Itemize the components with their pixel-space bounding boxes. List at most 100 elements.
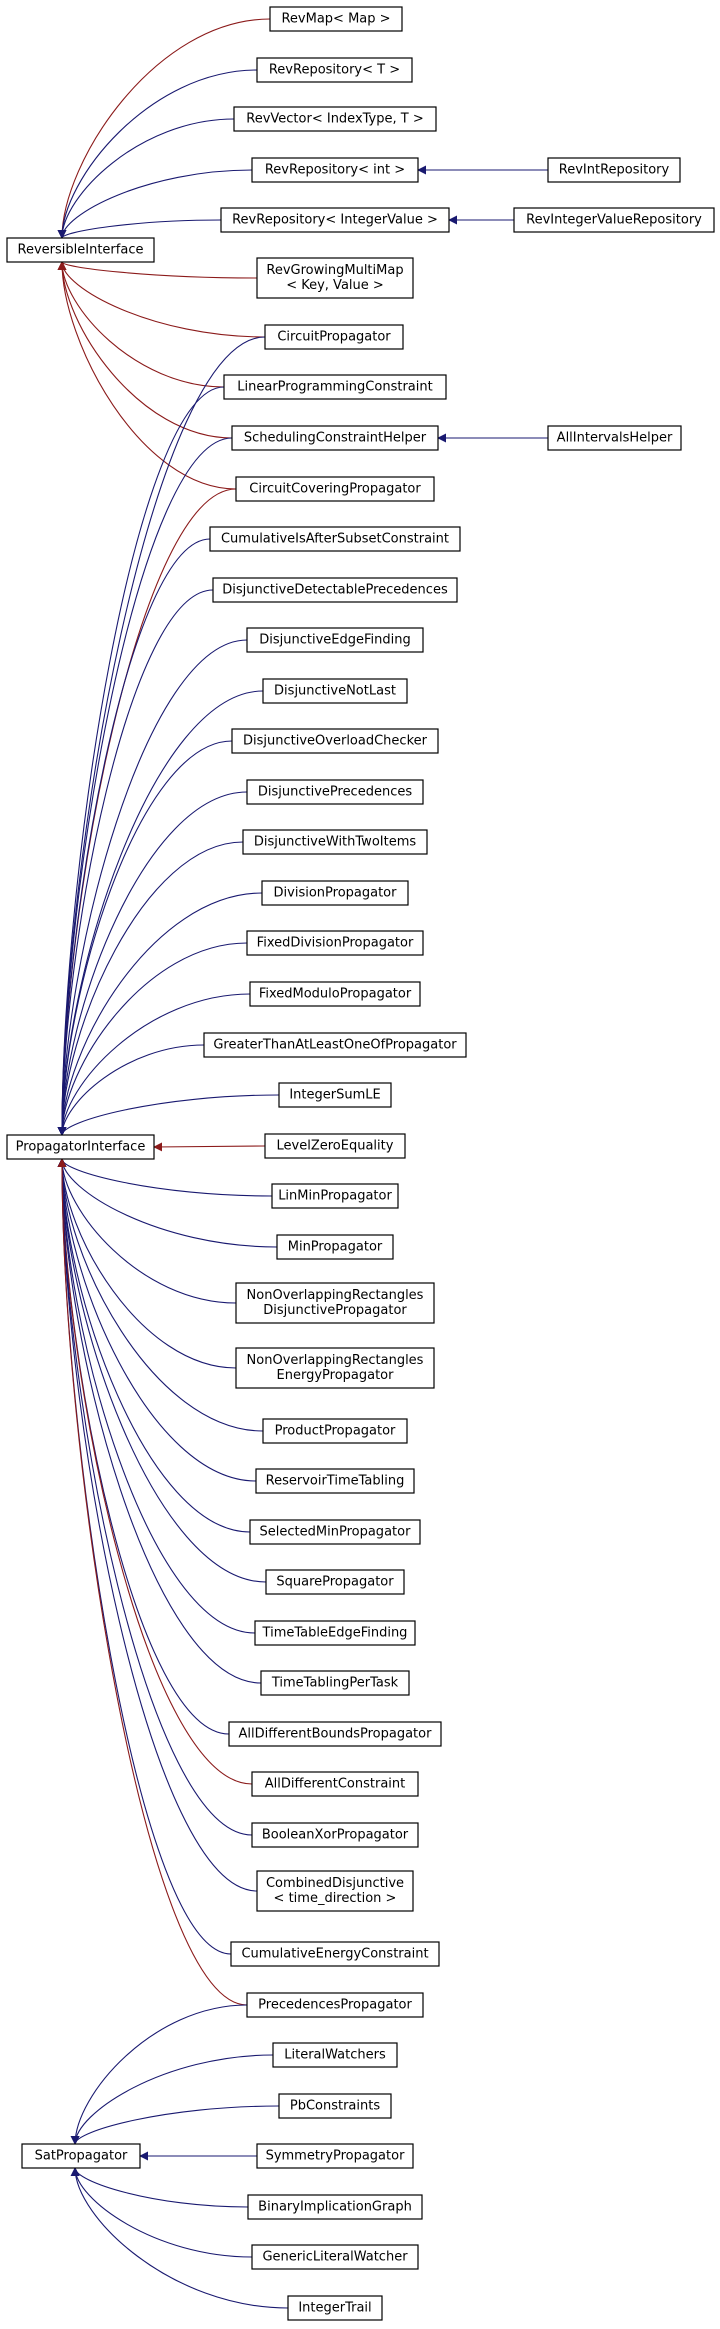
class-node-all-different-constraint[interactable]: AllDifferentConstraint [251, 1771, 419, 1797]
class-node-pb-constraints[interactable]: PbConstraints [278, 2093, 392, 2119]
class-node-binary-implication-graph[interactable]: BinaryImplicationGraph [247, 2194, 423, 2220]
class-box [249, 1519, 421, 1545]
class-label: AllDifferentBoundsPropagator [239, 1727, 433, 1742]
class-label: ProductPropagator [275, 1424, 396, 1439]
class-node-circuit-covering-propagator[interactable]: CircuitCoveringPropagator [235, 476, 435, 502]
edge-linear-programming-constraint-to-propagator-interface [57, 386, 225, 1136]
class-node-disjunctive-overload-checker[interactable]: DisjunctiveOverloadChecker [231, 728, 439, 754]
class-label: RevRepository< IntegerValue > [232, 213, 438, 228]
class-box [255, 1468, 415, 1494]
class-node-reservoir-time-tabling[interactable]: ReservoirTimeTabling [255, 1468, 415, 1494]
class-node-precedences-propagator[interactable]: PrecedencesPropagator [246, 1992, 424, 2018]
class-box [260, 1670, 410, 1696]
class-box [262, 1418, 408, 1444]
class-box [251, 1771, 419, 1797]
class-node-selected-min-propagator[interactable]: SelectedMinPropagator [249, 1519, 421, 1545]
class-node-reversible-interface[interactable]: ReversibleInterface [6, 237, 155, 263]
class-label: NonOverlappingRectangles [247, 1288, 424, 1303]
class-node-scheduling-constraint-helper[interactable]: SchedulingConstraintHelper [231, 425, 439, 451]
class-node-generic-literal-watcher[interactable]: GenericLiteralWatcher [251, 2244, 419, 2270]
class-node-fixed-modulo-propagator[interactable]: FixedModuloPropagator [249, 981, 421, 1007]
class-node-circuit-propagator[interactable]: CircuitPropagator [264, 324, 404, 350]
class-node-rev-vector[interactable]: RevVector< IndexType, T > [233, 106, 437, 132]
edge-circuit-propagator-to-reversible-interface [57, 261, 266, 338]
edge-pb-constraints-to-sat-propagator [70, 2105, 280, 2145]
class-label: TimeTableEdgeFinding [262, 1626, 408, 1641]
class-label: SelectedMinPropagator [260, 1525, 412, 1540]
class-label: PrecedencesPropagator [258, 1998, 412, 2013]
class-node-time-tabling-per-task[interactable]: TimeTablingPerTask [260, 1670, 410, 1696]
class-node-disjunctive-edge-finding[interactable]: DisjunctiveEdgeFinding [246, 627, 424, 653]
class-node-rev-integer-value-repository[interactable]: RevIntegerValueRepository [513, 207, 715, 233]
class-node-disjunctive-with-two-items[interactable]: DisjunctiveWithTwoItems [242, 829, 428, 855]
edge-disjunctive-detectable-precedences-to-propagator-interface [57, 589, 214, 1136]
class-node-integer-trail[interactable]: IntegerTrail [287, 2295, 383, 2321]
class-node-lin-min-propagator[interactable]: LinMinPropagator [271, 1183, 399, 1209]
class-node-level-zero-equality[interactable]: LevelZeroEquality [264, 1133, 406, 1159]
node-layer: RevMap< Map > RevRepository< T > RevVector… [6, 6, 715, 2321]
class-node-all-intervals-helper[interactable]: AllIntervalsHelper [547, 425, 682, 451]
class-box [231, 425, 439, 451]
class-label: < time_direction > [274, 1891, 397, 1906]
class-node-min-propagator[interactable]: MinPropagator [276, 1234, 394, 1260]
class-box [235, 1282, 435, 1324]
class-box [265, 1569, 405, 1595]
class-label: LiteralWatchers [284, 2048, 386, 2063]
class-box [254, 1620, 416, 1646]
class-node-non-overlapping-rectangles-disjunctive-propagator[interactable]: NonOverlappingRectanglesDisjunctivePropa… [235, 1282, 435, 1324]
edge-product-propagator-to-propagator-interface [57, 1158, 264, 1432]
class-node-time-table-edge-finding[interactable]: TimeTableEdgeFinding [254, 1620, 416, 1646]
edge-boolean-xor-propagator-to-propagator-interface [57, 1158, 253, 1836]
class-node-rev-int-repository[interactable]: RevIntRepository [547, 157, 681, 183]
class-node-rev-repository-integer-value[interactable]: RevRepository< IntegerValue > [220, 207, 450, 233]
class-node-disjunctive-precedences[interactable]: DisjunctivePrecedences [246, 779, 424, 805]
class-label: RevRepository< T > [269, 63, 400, 78]
class-node-rev-map[interactable]: RevMap< Map > [269, 6, 403, 32]
class-box [256, 2143, 414, 2169]
class-node-rev-repository-t[interactable]: RevRepository< T > [256, 57, 413, 83]
edge-scheduling-constraint-helper-to-propagator-interface [57, 437, 233, 1136]
class-label: ReservoirTimeTabling [266, 1474, 405, 1489]
class-node-symmetry-propagator[interactable]: SymmetryPropagator [256, 2143, 414, 2169]
class-node-all-different-bounds-propagator[interactable]: AllDifferentBoundsPropagator [228, 1721, 442, 1747]
class-box [249, 981, 421, 1007]
class-node-fixed-division-propagator[interactable]: FixedDivisionPropagator [246, 930, 424, 956]
edge-rev-repository-t-to-reversible-interface [57, 69, 258, 239]
class-label: DisjunctiveEdgeFinding [259, 633, 411, 648]
class-label: IntegerTrail [298, 2301, 371, 2316]
class-label: SatPropagator [35, 2149, 128, 2164]
class-node-propagator-interface[interactable]: PropagatorInterface [6, 1134, 155, 1160]
class-node-cumulative-energy-constraint[interactable]: CumulativeEnergyConstraint [230, 1941, 440, 1967]
class-label: AllIntervalsHelper [557, 431, 673, 446]
class-label: FixedModuloPropagator [259, 987, 412, 1002]
class-node-disjunctive-detectable-precedences[interactable]: DisjunctiveDetectablePrecedences [212, 577, 458, 603]
class-node-greater-than-at-least-one-of-propagator[interactable]: GreaterThanAtLeastOneOfPropagator [203, 1032, 467, 1058]
class-node-sat-propagator[interactable]: SatPropagator [21, 2143, 141, 2169]
class-node-integer-sum-le[interactable]: IntegerSumLE [278, 1082, 392, 1108]
class-box [228, 1721, 442, 1747]
class-box [212, 577, 458, 603]
class-box [235, 476, 435, 502]
class-node-division-propagator[interactable]: DivisionPropagator [261, 880, 409, 906]
class-node-cumulative-is-after-subset-constraint[interactable]: CumulativeIsAfterSubsetConstraint [209, 526, 461, 552]
edge-combined-disjunctive-to-propagator-interface [57, 1158, 258, 1892]
class-box [220, 207, 450, 233]
class-node-literal-watchers[interactable]: LiteralWatchers [272, 2042, 398, 2068]
class-label: DisjunctiveWithTwoItems [254, 835, 417, 850]
class-node-disjunctive-not-last[interactable]: DisjunctiveNotLast [262, 678, 408, 704]
edge-disjunctive-not-last-to-propagator-interface [57, 690, 264, 1136]
class-node-combined-disjunctive[interactable]: CombinedDisjunctive< time_direction > [256, 1870, 414, 1912]
class-node-rev-growing-multi-map[interactable]: RevGrowingMultiMap< Key, Value > [256, 257, 414, 299]
class-node-rev-repository-int[interactable]: RevRepository< int > [251, 157, 419, 183]
class-node-boolean-xor-propagator[interactable]: BooleanXorPropagator [251, 1822, 419, 1848]
class-box [262, 678, 408, 704]
class-label: NonOverlappingRectangles [247, 1353, 424, 1368]
edge-rev-repository-integer-value-to-reversible-interface [57, 219, 222, 239]
edge-time-table-edge-finding-to-propagator-interface [57, 1158, 256, 1634]
class-node-product-propagator[interactable]: ProductPropagator [262, 1418, 408, 1444]
class-node-square-propagator[interactable]: SquarePropagator [265, 1569, 405, 1595]
edge-all-different-bounds-propagator-to-propagator-interface [57, 1158, 230, 1735]
class-label: DivisionPropagator [274, 886, 398, 901]
class-node-linear-programming-constraint[interactable]: LinearProgrammingConstraint [223, 374, 447, 400]
